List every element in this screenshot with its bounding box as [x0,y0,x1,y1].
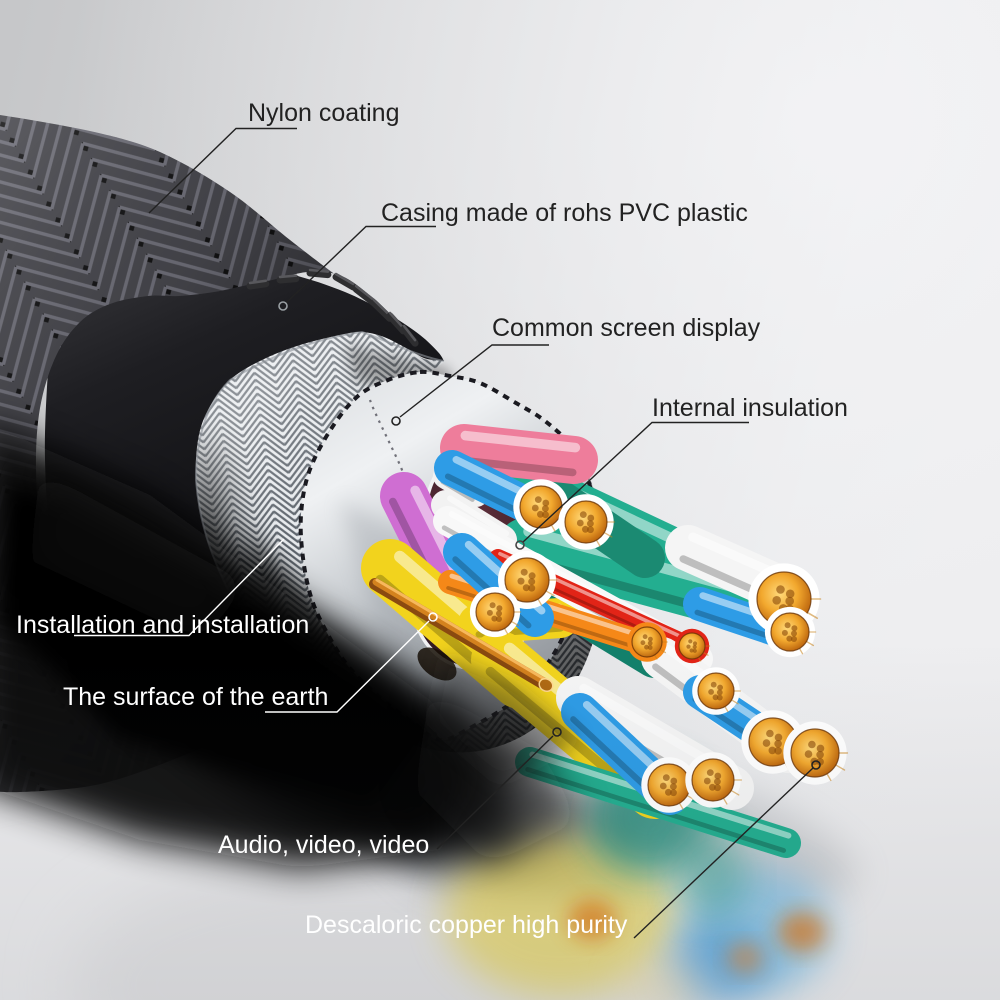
svg-text:Installation and installation: Installation and installation [16,611,309,639]
svg-text:Casing made of rohs PVC plasti: Casing made of rohs PVC plastic [381,199,748,227]
svg-text:Nylon coating: Nylon coating [248,99,399,127]
svg-text:Audio, video, video: Audio, video, video [218,831,429,859]
svg-text:Internal insulation: Internal insulation [652,394,848,422]
svg-text:The surface of the earth: The surface of the earth [63,683,328,711]
svg-text:Descaloric copper high purity: Descaloric copper high purity [305,911,628,939]
svg-text:Common screen display: Common screen display [492,314,761,342]
